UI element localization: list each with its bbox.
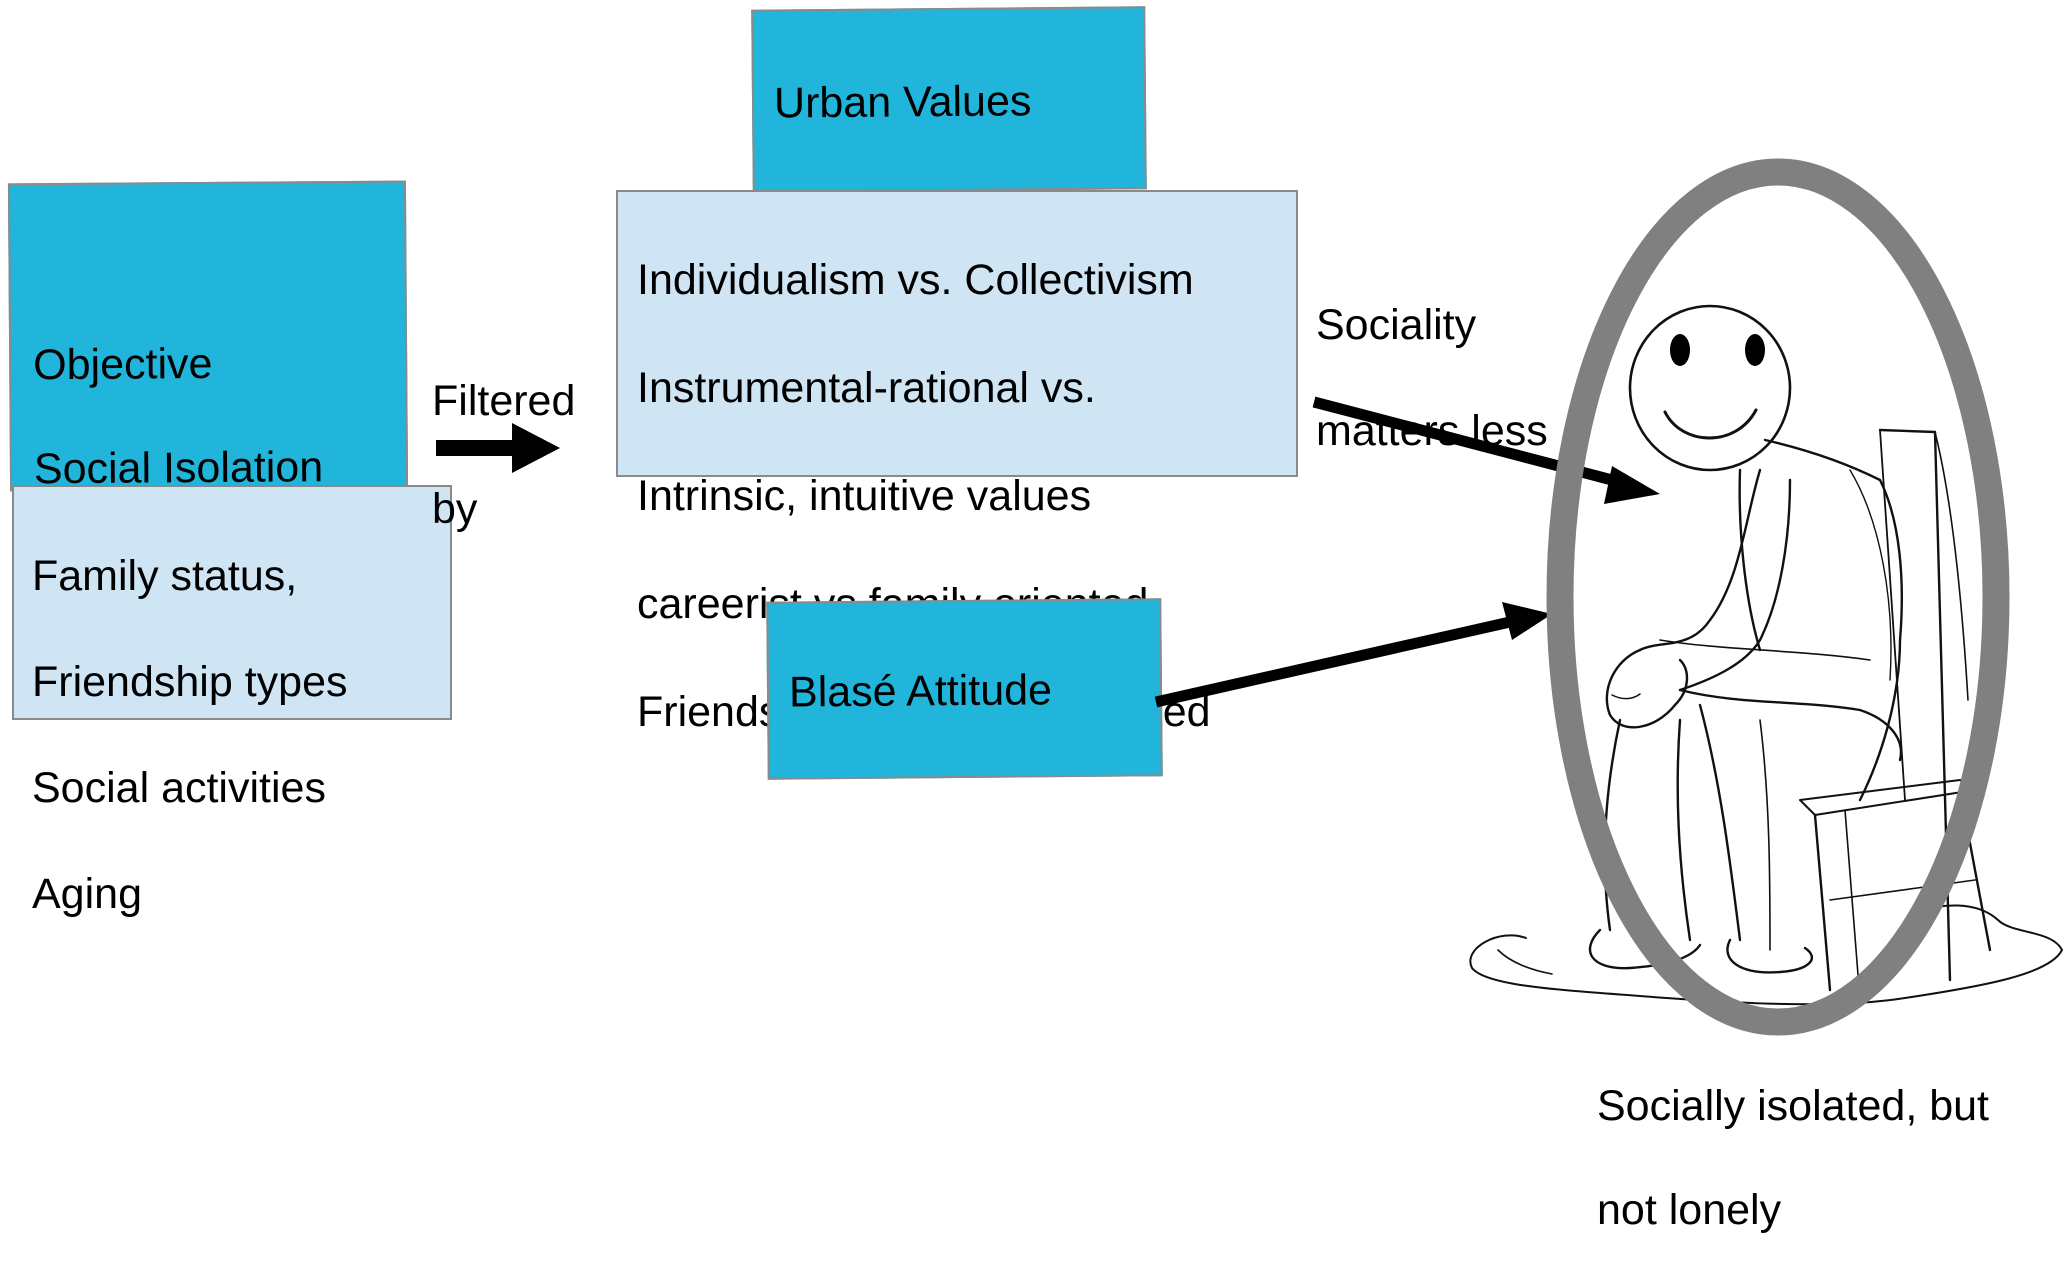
- filtered-by-line-2: by: [432, 485, 478, 533]
- objective-items: Family status, Friendship types Social a…: [32, 497, 348, 974]
- isolation-ring: [1546, 158, 2010, 1036]
- objective-item: Family status,: [32, 552, 298, 600]
- sociality-arrow: [1312, 396, 1660, 504]
- objective-item: Friendship types: [32, 658, 348, 706]
- filtered-by-arrow: [436, 423, 560, 473]
- objective-details-box: Family status, Friendship types Social a…: [12, 485, 452, 918]
- filtered-by-line-1: Filtered: [432, 377, 576, 425]
- urban-value-item: Instrumental-rational vs.: [637, 364, 1096, 412]
- outcome-label: Socially isolated, but not lonely: [1597, 1028, 1989, 1288]
- objective-item: Aging: [32, 870, 142, 918]
- diagram-overlay: [436, 158, 2063, 1036]
- smiling-seated-person-icon: [1469, 304, 2063, 1006]
- urban-value-item: Intrinsic, intuitive values: [637, 472, 1092, 520]
- objective-item: Social activities: [32, 764, 326, 812]
- blase-attitude-arrow: [1154, 602, 1552, 708]
- outcome-line-2: not lonely: [1597, 1186, 1782, 1234]
- urban-value-item: Individualism vs. Collectivism: [637, 256, 1194, 304]
- filtered-by-label: Filtered by: [432, 320, 575, 590]
- sociality-line-1: Sociality: [1316, 301, 1477, 349]
- outcome-line-1: Socially isolated, but: [1597, 1082, 1989, 1130]
